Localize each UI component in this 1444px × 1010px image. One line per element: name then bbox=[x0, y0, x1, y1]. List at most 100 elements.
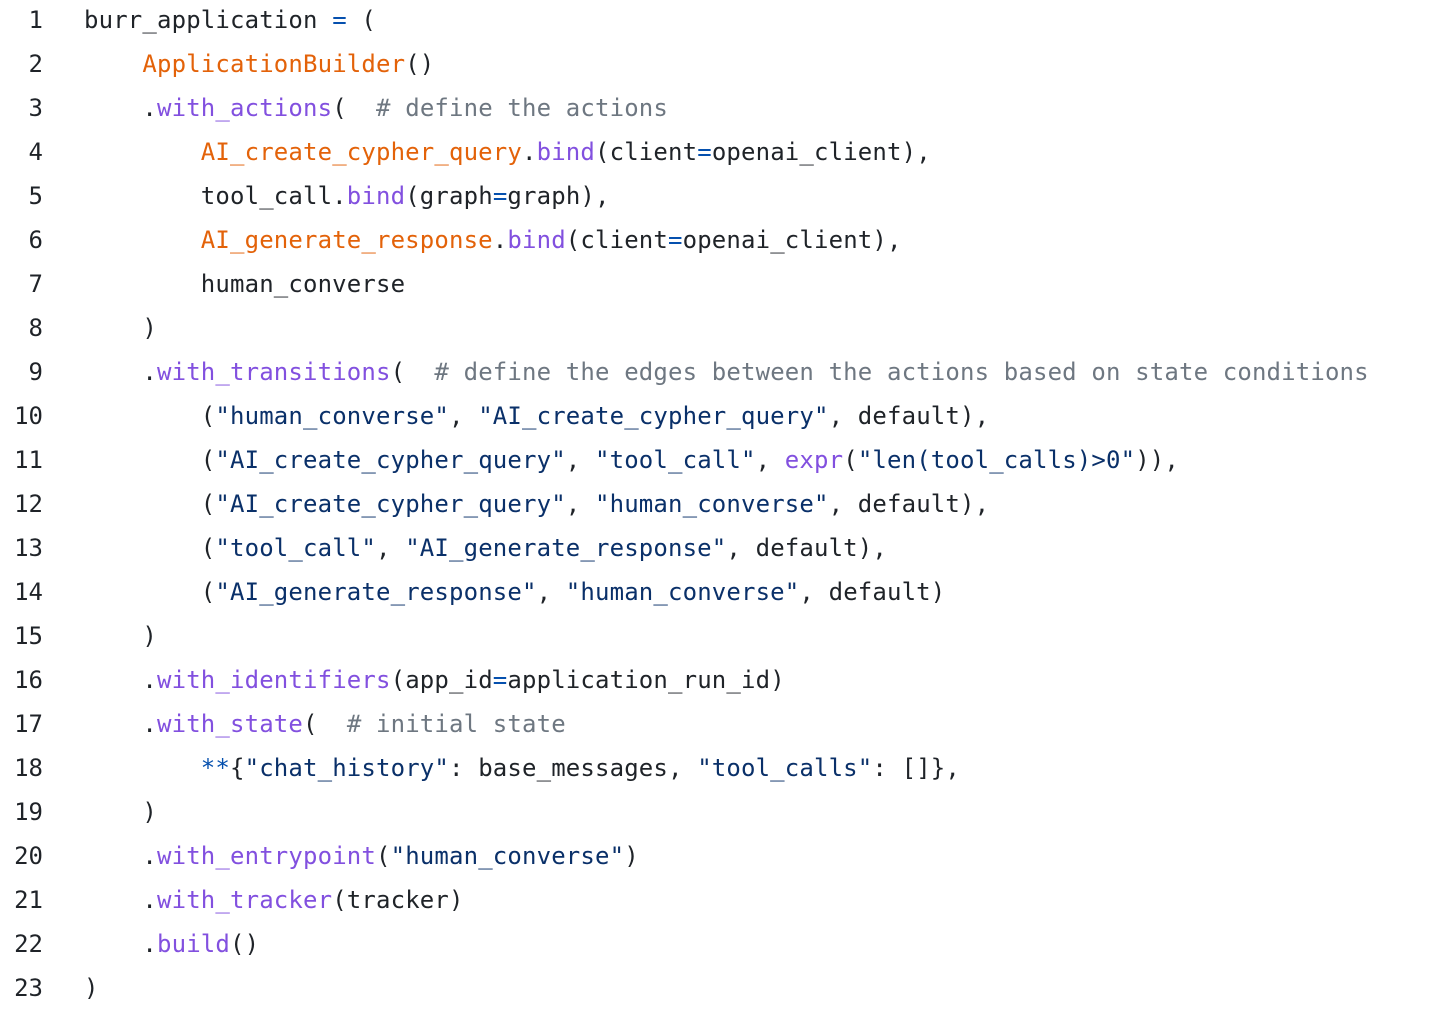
line-content: ("AI_generate_response", "human_converse… bbox=[84, 570, 945, 614]
code-token: ( bbox=[332, 94, 377, 122]
code-token: ( bbox=[84, 446, 216, 474]
code-line: 23) bbox=[0, 966, 1444, 1010]
code-token: ( bbox=[376, 842, 391, 870]
code-line: 11 ("AI_create_cypher_query", "tool_call… bbox=[0, 438, 1444, 482]
code-line: 20 .with_entrypoint("human_converse") bbox=[0, 834, 1444, 878]
code-token: = bbox=[492, 666, 508, 694]
code-line: 22 .build() bbox=[0, 922, 1444, 966]
code-token: () bbox=[405, 50, 435, 78]
line-content: ) bbox=[84, 790, 157, 834]
code-token bbox=[84, 138, 201, 166]
code-token: "human_converse" bbox=[565, 578, 800, 606]
code-token: with_tracker bbox=[157, 886, 333, 914]
code-token: (client bbox=[565, 226, 668, 254]
line-number: 16 bbox=[14, 666, 43, 694]
code-token: . bbox=[84, 710, 157, 738]
code-token: "tool_call" bbox=[595, 446, 756, 474]
code-token: ( bbox=[303, 710, 347, 738]
line-content: tool_call.bind(graph=graph), bbox=[84, 174, 610, 218]
line-number: 18 bbox=[14, 754, 43, 782]
code-token: AI_generate_response bbox=[200, 226, 493, 254]
code-token: . bbox=[492, 226, 508, 254]
code-token: ( bbox=[84, 402, 216, 430]
code-token: "len(tool_calls)>0" bbox=[857, 446, 1136, 474]
code-token: = bbox=[697, 138, 712, 166]
code-token: ** bbox=[200, 754, 230, 782]
code-token: bind bbox=[507, 226, 566, 254]
code-token: (client bbox=[595, 138, 698, 166]
code-token: "AI_create_cypher_query" bbox=[215, 490, 566, 518]
code-token: ApplicationBuilder bbox=[142, 50, 406, 78]
line-content: .with_state( # initial state bbox=[84, 702, 566, 746]
line-content: human_converse bbox=[84, 262, 405, 306]
line-content: ) bbox=[84, 614, 157, 658]
line-number: 21 bbox=[14, 886, 43, 914]
code-line: 18 **{"chat_history": base_messages, "to… bbox=[0, 746, 1444, 790]
line-content: burr_application = ( bbox=[84, 0, 376, 42]
line-content: ApplicationBuilder() bbox=[84, 42, 434, 86]
line-content: ("human_converse", "AI_create_cypher_que… bbox=[84, 394, 989, 438]
line-number: 8 bbox=[28, 314, 43, 342]
code-token: expr bbox=[784, 446, 844, 474]
code-token: . bbox=[84, 886, 157, 914]
line-content: .with_identifiers(app_id=application_run… bbox=[84, 658, 785, 702]
code-token: ( bbox=[84, 534, 216, 562]
code-token: ) bbox=[84, 974, 99, 1002]
code-token: . bbox=[84, 930, 157, 958]
code-line: 19 ) bbox=[0, 790, 1444, 834]
line-number: 13 bbox=[14, 534, 43, 562]
line-content: ) bbox=[84, 306, 157, 350]
code-token: (tracker) bbox=[332, 886, 464, 914]
code-token: ) bbox=[84, 622, 157, 650]
code-token: , bbox=[565, 446, 595, 474]
line-number: 5 bbox=[28, 182, 43, 210]
code-line: 17 .with_state( # initial state bbox=[0, 702, 1444, 746]
code-line: 15 ) bbox=[0, 614, 1444, 658]
code-token: "AI_create_cypher_query" bbox=[215, 446, 566, 474]
code-token: "AI_create_cypher_query" bbox=[478, 402, 829, 430]
line-number: 22 bbox=[14, 930, 43, 958]
code-token: ( bbox=[390, 358, 435, 386]
code-token: with_state bbox=[157, 710, 303, 738]
code-line: 2 ApplicationBuilder() bbox=[0, 42, 1444, 86]
line-content: .build() bbox=[84, 922, 259, 966]
code-token: "tool_calls" bbox=[697, 754, 873, 782]
code-token: # initial state bbox=[346, 710, 566, 738]
code-token: openai_client), bbox=[682, 226, 902, 254]
code-token: bind bbox=[536, 138, 595, 166]
code-token: openai_client), bbox=[711, 138, 931, 166]
code-line: 21 .with_tracker(tracker) bbox=[0, 878, 1444, 922]
code-token: # define the actions bbox=[376, 94, 668, 122]
code-line: 13 ("tool_call", "AI_generate_response",… bbox=[0, 526, 1444, 570]
code-token: "chat_history" bbox=[244, 754, 449, 782]
line-number: 10 bbox=[14, 402, 43, 430]
code-token: = bbox=[492, 182, 508, 210]
line-content: ("AI_create_cypher_query", "tool_call", … bbox=[84, 438, 1179, 482]
code-token: , bbox=[376, 534, 406, 562]
code-line: 12 ("AI_create_cypher_query", "human_con… bbox=[0, 482, 1444, 526]
code-token: , bbox=[565, 490, 595, 518]
code-token: "human_converse" bbox=[390, 842, 625, 870]
code-token: "human_converse" bbox=[215, 402, 449, 430]
code-token: )), bbox=[1135, 446, 1180, 474]
line-content: **{"chat_history": base_messages, "tool_… bbox=[84, 746, 960, 790]
line-content: .with_tracker(tracker) bbox=[84, 878, 464, 922]
code-token: build bbox=[157, 930, 230, 958]
code-token: "human_converse" bbox=[595, 490, 829, 518]
code-token: = bbox=[668, 226, 683, 254]
code-token: , bbox=[449, 402, 479, 430]
code-token: ) bbox=[624, 842, 639, 870]
line-number: 15 bbox=[14, 622, 43, 650]
code-token bbox=[84, 754, 201, 782]
code-token: ( bbox=[84, 578, 216, 606]
line-content: ("AI_create_cypher_query", "human_conver… bbox=[84, 482, 989, 526]
code-token: , default) bbox=[799, 578, 946, 606]
code-token: "AI_generate_response" bbox=[215, 578, 537, 606]
line-number: 2 bbox=[28, 50, 43, 78]
line-number: 19 bbox=[14, 798, 43, 826]
code-token: human_converse bbox=[84, 270, 406, 298]
line-number: 11 bbox=[14, 446, 43, 474]
code-token: . bbox=[84, 94, 157, 122]
line-number: 4 bbox=[28, 138, 43, 166]
